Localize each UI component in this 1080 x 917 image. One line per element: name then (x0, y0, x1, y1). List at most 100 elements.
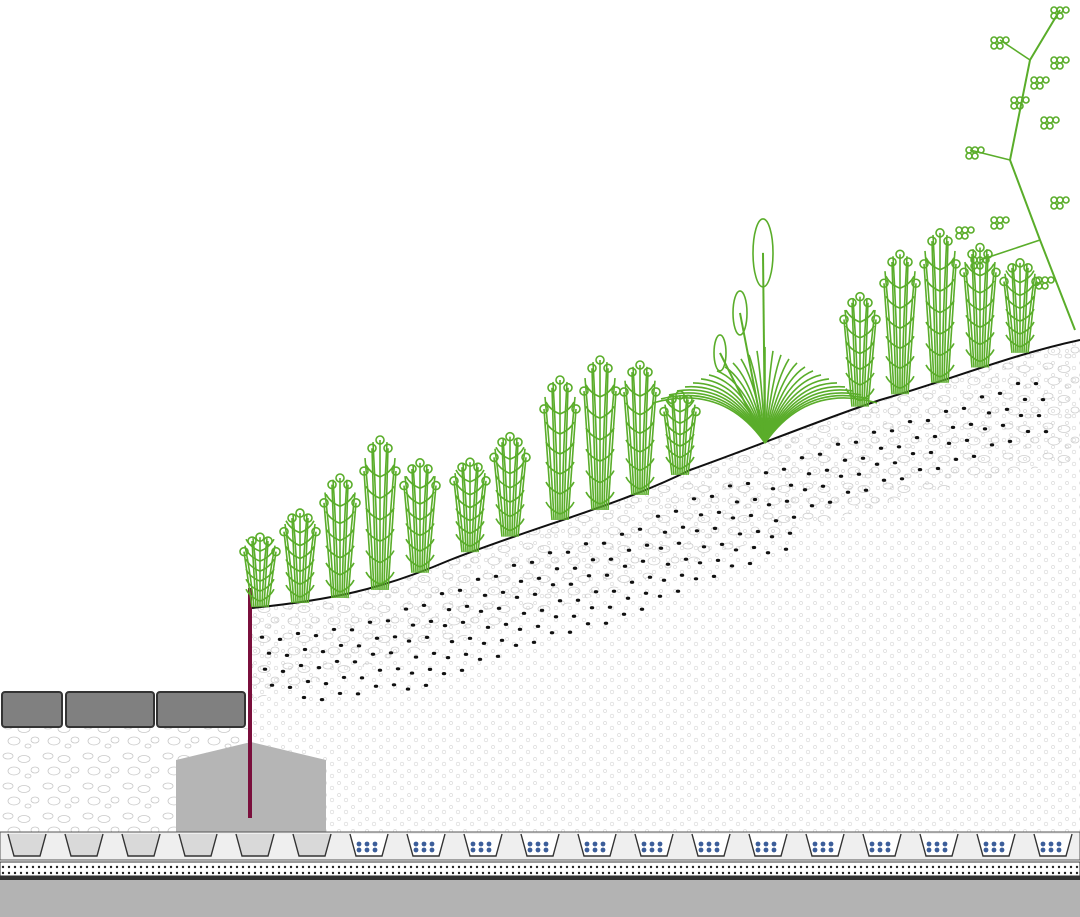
plant-stroke (325, 562, 341, 576)
soil-dot (477, 657, 483, 661)
drainage-aggregate (429, 847, 435, 853)
soil-dot (493, 574, 499, 578)
plant-stroke (495, 475, 511, 489)
plant-stroke (941, 234, 948, 383)
soil-dot (305, 679, 311, 684)
plant-stroke (859, 356, 875, 370)
soil-dot (499, 638, 505, 642)
soil-dot (783, 547, 789, 551)
flower-icon (423, 464, 433, 474)
plant-stroke (845, 372, 861, 386)
plant-stroke (663, 411, 673, 476)
flower-icon (1052, 116, 1060, 124)
flower-icon (990, 216, 998, 224)
soil-dot (755, 529, 761, 534)
soil-dot (766, 503, 772, 507)
plant-stroke (292, 514, 299, 604)
flower-icon (991, 267, 1001, 278)
drainage-aggregate (755, 847, 761, 853)
plant-stroke (379, 464, 395, 478)
drainage-aggregate (991, 847, 997, 853)
plant-stroke (939, 343, 955, 357)
plant-stroke (365, 528, 381, 542)
drainage-aggregate (543, 847, 549, 853)
flower-icon (895, 249, 905, 260)
soil-dot (683, 557, 689, 561)
soil-dot (715, 558, 721, 562)
soil-dot (572, 566, 578, 570)
plant-stroke (963, 272, 973, 368)
drainage-aggregate (942, 841, 948, 847)
plant-stroke (639, 439, 655, 453)
plant-stroke (339, 579, 355, 593)
flower-icon (999, 276, 1009, 287)
soil-dot (748, 513, 754, 518)
soil-dot (439, 592, 445, 596)
soil-dot (316, 666, 322, 670)
plant-stroke (419, 475, 435, 490)
soil-dot (1007, 439, 1013, 443)
plant-stroke (339, 562, 355, 576)
plant-stroke (925, 300, 941, 314)
drainage-aggregate (413, 841, 419, 847)
plant-stroke (299, 584, 315, 598)
plant-stroke (325, 545, 341, 559)
soil-dot (950, 425, 956, 429)
plant-stroke (365, 550, 381, 564)
flower-icon (555, 375, 565, 385)
drainage-aggregate (934, 847, 940, 853)
plant-stroke (625, 420, 641, 435)
plant-stroke (462, 463, 469, 553)
flower-icon (996, 216, 1004, 224)
plant-stroke (245, 568, 261, 582)
plant-stroke (885, 295, 901, 310)
flower-icon (643, 367, 653, 377)
flower-icon (971, 152, 979, 160)
drainage-aggregate (926, 841, 932, 847)
edge-restraint (248, 588, 252, 818)
plant-stroke (563, 387, 569, 521)
flower-icon (327, 479, 337, 490)
soil-dot (607, 605, 613, 609)
plant-stroke (469, 520, 485, 535)
drainage-aggregate (877, 841, 883, 847)
plant-stroke (979, 263, 995, 277)
plant-stroke (607, 390, 617, 511)
seed-head-icon (713, 334, 727, 372)
plant-stroke (331, 484, 337, 599)
soil-dot (878, 446, 884, 450)
plant-stroke (371, 448, 377, 591)
soil-dot (377, 668, 383, 672)
plant-stroke (899, 375, 915, 390)
soil-dot (532, 592, 538, 596)
flower-icon (587, 363, 597, 374)
soil-dot (565, 550, 571, 554)
plant-stroke (625, 402, 641, 416)
soil-dot (611, 589, 617, 593)
plant-stroke (339, 528, 355, 542)
soil-dot (583, 542, 589, 546)
drainage-aggregate (649, 841, 655, 847)
soil-dot (907, 420, 913, 424)
soil-dot (639, 607, 645, 611)
plant-stroke (719, 352, 766, 444)
soil-dot (409, 671, 415, 675)
soil-dot (313, 634, 319, 638)
plant-stroke (665, 422, 681, 436)
soil-dot (567, 630, 573, 634)
plant-stroke (585, 470, 601, 484)
soil-dot (799, 456, 805, 460)
drainage-aggregate (763, 847, 769, 853)
flower-icon (855, 291, 865, 302)
flower-icon (457, 462, 467, 472)
plant-stroke (905, 271, 916, 395)
flower-icon (955, 232, 963, 240)
soil-dot (734, 500, 740, 504)
filter-band (0, 861, 1080, 877)
soil-dot (391, 683, 397, 687)
soil-dot (781, 467, 787, 471)
plant-stroke (284, 523, 295, 604)
plant-stroke (845, 356, 861, 370)
soil-dot (820, 484, 826, 488)
plant-stroke (639, 458, 655, 472)
